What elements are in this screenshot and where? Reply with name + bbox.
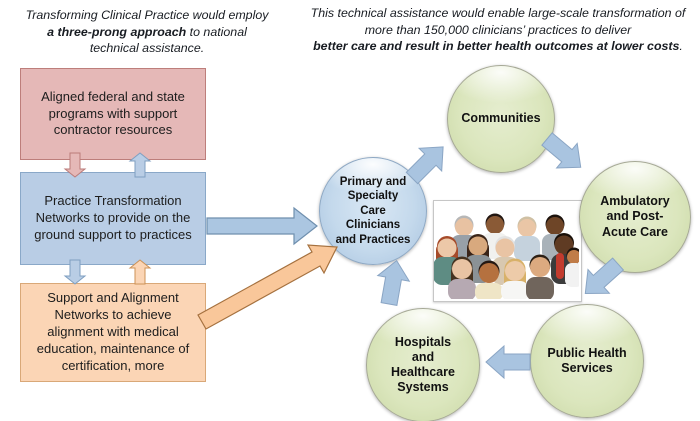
left-caption-post: to national technical assistance. bbox=[89, 24, 247, 56]
box-federal-state-programs: Aligned federal and state programs with … bbox=[20, 68, 206, 160]
right-caption: This technical assistance would enable l… bbox=[300, 5, 696, 55]
arrow-hospitals-to-hub bbox=[376, 259, 411, 306]
node-hospitals-healthcare-systems: Hospitals and Healthcare Systems bbox=[366, 308, 480, 421]
right-caption-bold: better care and result in better health … bbox=[313, 39, 680, 54]
box-practice-transformation-networks: Practice Transformation Networks to prov… bbox=[20, 172, 206, 265]
person-front-2 bbox=[475, 260, 503, 299]
person-front-1 bbox=[448, 256, 476, 299]
person-back-3 bbox=[514, 216, 540, 261]
arrow-public-health-to-hospitals bbox=[485, 344, 531, 380]
left-caption-bold: a three-prong approach bbox=[47, 24, 187, 39]
right-caption-pre: This technical assistance would enable l… bbox=[310, 6, 686, 37]
box-support-alignment-networks: Support and Alignment Networks to achiev… bbox=[20, 283, 206, 382]
node-public-health-services: Public Health Services bbox=[530, 304, 644, 418]
node-communities: Communities bbox=[447, 65, 555, 173]
arrow-ptn-to-hub bbox=[206, 206, 318, 246]
node-primary-specialty-clinicians: Primary and Specialty Care Clinicians an… bbox=[319, 157, 427, 265]
person-baby bbox=[565, 247, 579, 287]
group-photo bbox=[433, 200, 582, 302]
left-caption: Transforming Clinical Practice would emp… bbox=[8, 7, 286, 57]
right-caption-post: . bbox=[679, 39, 683, 54]
left-caption-pre: Transforming Clinical Practice would emp… bbox=[25, 8, 269, 22]
person-front-4 bbox=[526, 254, 554, 299]
person-front-3 bbox=[501, 258, 529, 299]
node-ambulatory-post-acute-care: Ambulatory and Post- Acute Care bbox=[579, 161, 691, 273]
arrow-san-to-hub bbox=[197, 244, 338, 330]
group-photo-illustration bbox=[434, 201, 579, 299]
